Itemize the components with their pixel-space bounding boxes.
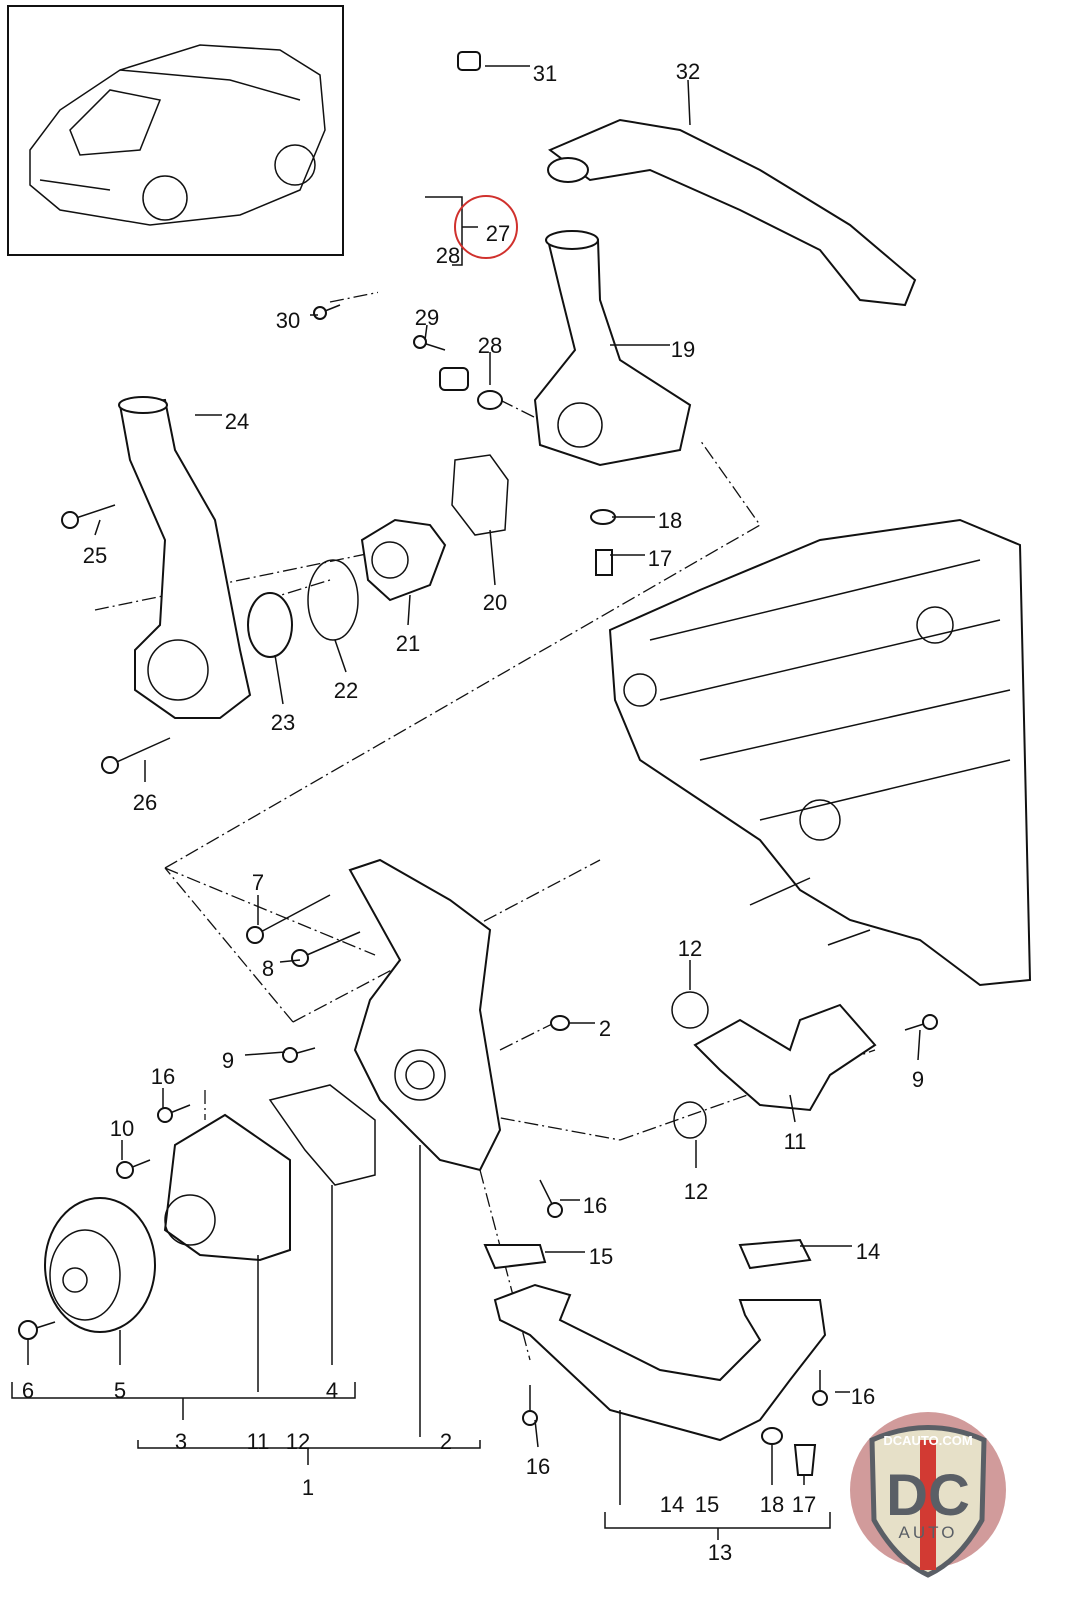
pipe-24 [118,396,252,719]
callout-23: 23 [271,710,295,735]
callout-13: 13 [708,1540,732,1565]
vehicle-inset [7,5,344,256]
callout-5: 5 [114,1378,126,1403]
callout-28: 28 [478,333,502,358]
callout-9: 9 [912,1067,924,1092]
callout-12: 12 [678,936,702,961]
hose-27 [374,51,481,391]
callout-18: 18 [658,508,682,533]
callout-25: 25 [83,543,107,568]
timing-cover-2 [348,858,502,1172]
callout-24: 24 [225,409,249,434]
thermostat-and-seals [247,390,616,658]
pipe-32 [547,118,917,307]
logo-sub-text: AUTO [899,1523,958,1542]
callout-6: 6 [22,1378,34,1403]
callout-17: 17 [792,1492,816,1517]
pipe-11 [550,991,877,1139]
callout-3: 3 [175,1429,187,1454]
callout-16: 16 [851,1384,875,1409]
callout-16: 16 [583,1193,607,1218]
callout-12: 12 [684,1179,708,1204]
callout-16: 16 [151,1064,175,1089]
callout-17: 17 [648,546,672,571]
callout-22: 22 [334,678,358,703]
callout-15: 15 [589,1244,613,1269]
callout-16: 16 [526,1454,550,1479]
callout-12: 12 [286,1429,310,1454]
housing-19 [533,230,692,467]
callout-14: 14 [660,1492,684,1517]
callout-26: 26 [133,790,157,815]
callout-19: 19 [671,337,695,362]
callout-2: 2 [599,1016,611,1041]
water-pump [44,1084,376,1333]
callout-4: 4 [326,1378,338,1403]
pipe-13 [483,1238,827,1476]
callout-11: 11 [784,1129,807,1154]
leader-lines [11,65,921,1540]
callout-20: 20 [483,590,507,615]
callout-18: 18 [760,1492,784,1517]
callout-11: 11 [247,1429,270,1454]
callout-10: 10 [110,1116,134,1141]
callout-27: 27 [486,221,510,246]
logo-top-text: DCAUTO.COM [883,1433,972,1448]
callout-2: 2 [440,1429,452,1454]
callout-7: 7 [252,870,264,895]
callout-32: 32 [676,59,700,84]
callout-8: 8 [262,956,274,981]
bolts [18,304,938,1426]
callout-1: 1 [302,1475,314,1500]
callout-31: 31 [533,61,557,86]
dcauto-logo: DCAUTO.COM DC AUTO [850,1412,1006,1578]
highlight-circle [454,195,518,259]
callout-14: 14 [856,1239,880,1264]
logo-main-text: DC [886,1463,970,1528]
callout-28: 28 [436,243,460,268]
callout-30: 30 [276,308,300,333]
callout-29: 29 [415,305,439,330]
callout-21: 21 [396,631,420,656]
callout-15: 15 [695,1492,719,1517]
engine-block [608,518,1032,987]
callout-9: 9 [222,1048,234,1073]
